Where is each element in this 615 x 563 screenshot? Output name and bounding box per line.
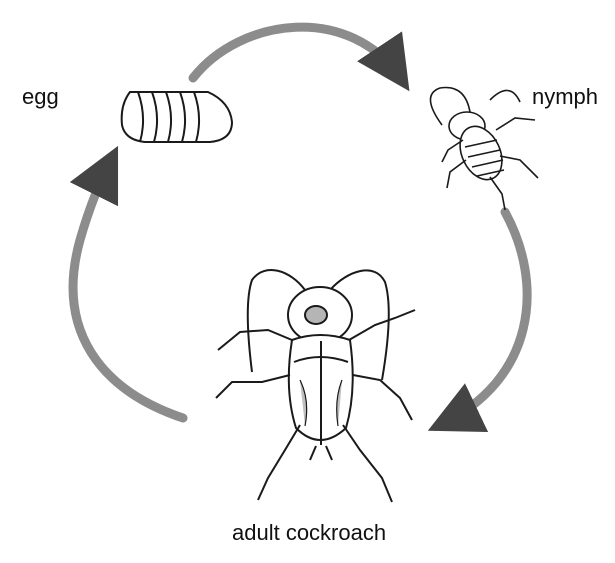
egg-icon [122,92,232,142]
adult-cockroach-label: adult cockroach [232,522,386,544]
nymph-icon [430,88,538,211]
arrow-nymph-to-adult [440,212,527,425]
nymph-label: nymph [532,86,598,108]
adult-cockroach-icon [216,270,415,502]
arrow-egg-to-nymph [193,27,402,80]
egg-label: egg [22,86,59,108]
arrow-adult-to-egg [73,158,183,418]
